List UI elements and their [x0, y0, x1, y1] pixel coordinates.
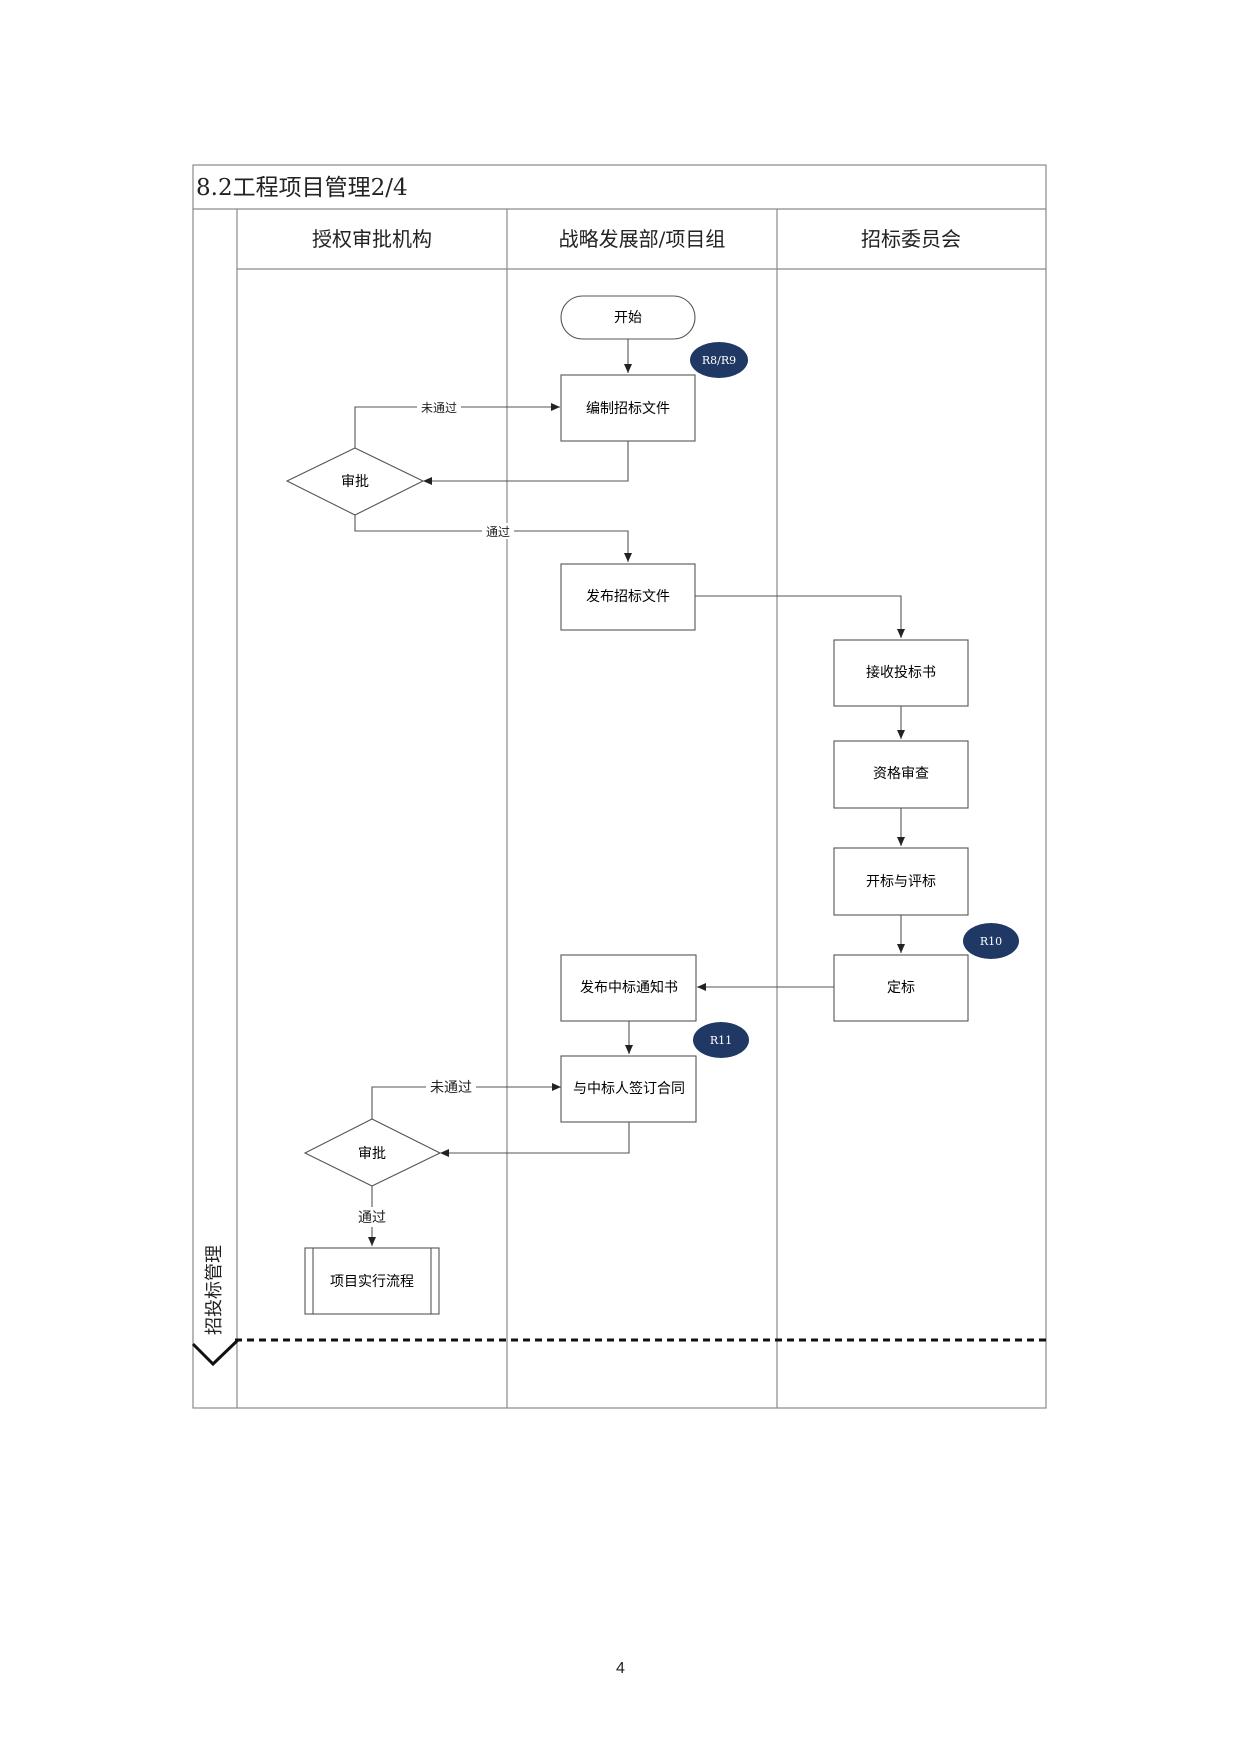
page-number: 4: [616, 1660, 625, 1677]
process-award: 定标: [833, 954, 969, 1022]
phase-label: 招投标管理: [204, 1245, 225, 1335]
start-label: 开始: [614, 310, 642, 326]
swimlane-frame: [192, 164, 1047, 1409]
decision-approve-2: 审批: [303, 1118, 442, 1187]
process-label: 接收投标书: [866, 664, 936, 681]
process-open-evaluate: 开标与评标: [833, 847, 969, 916]
start-node: 开始: [560, 295, 696, 340]
decision-approve-1: 审批: [285, 447, 425, 516]
edge-labels: 未通过 通过 未通过 通过: [352, 399, 514, 1227]
svg-text:R8/R9: R8/R9: [702, 354, 736, 367]
edge-label-reject-1: 未通过: [421, 401, 457, 415]
process-label: 与中标人签订合同: [573, 1080, 685, 1097]
process-draft-docs: 编制招标文件: [560, 374, 696, 442]
lane-header-strategy: 战略发展部/项目组: [559, 227, 726, 251]
process-label: 发布中标通知书: [580, 979, 678, 996]
process-label: 定标: [887, 980, 915, 996]
process-sign-contract: 与中标人签订合同: [560, 1055, 697, 1123]
process-label: 编制招标文件: [586, 401, 670, 417]
process-label: 开标与评标: [866, 874, 936, 890]
phase-separator: [191, 1338, 1046, 1367]
connectors: [354, 327, 905, 1246]
subprocess-execution: 项目实行流程: [304, 1247, 440, 1315]
edge-label-pass-2: 通过: [358, 1210, 386, 1226]
process-award-notice: 发布中标通知书: [560, 954, 697, 1022]
lane-header-approval: 授权审批机构: [312, 227, 432, 251]
process-qualification: 资格审查: [833, 740, 969, 809]
svg-text:R11: R11: [710, 1034, 732, 1047]
process-receive-bids: 接收投标书: [833, 639, 969, 707]
process-label: 资格审查: [873, 766, 929, 782]
lane-header-committee: 招标委员会: [861, 227, 961, 251]
risk-badge-r11: R11: [693, 1022, 749, 1058]
process-publish-docs: 发布招标文件: [560, 563, 696, 631]
edge-label-pass-1: 通过: [486, 525, 510, 539]
process-label: 发布招标文件: [586, 589, 670, 605]
process-label: 项目实行流程: [330, 1274, 414, 1290]
risk-badge-r10: R10: [963, 923, 1019, 959]
svg-text:R10: R10: [980, 935, 1002, 948]
page-title: 8.2工程项目管理2/4: [196, 175, 408, 201]
decision-label: 审批: [358, 1146, 386, 1162]
decision-label: 审批: [341, 474, 369, 490]
risk-badge-r8-r9: R8/R9: [690, 342, 748, 378]
edge-label-reject-2: 未通过: [430, 1080, 472, 1096]
